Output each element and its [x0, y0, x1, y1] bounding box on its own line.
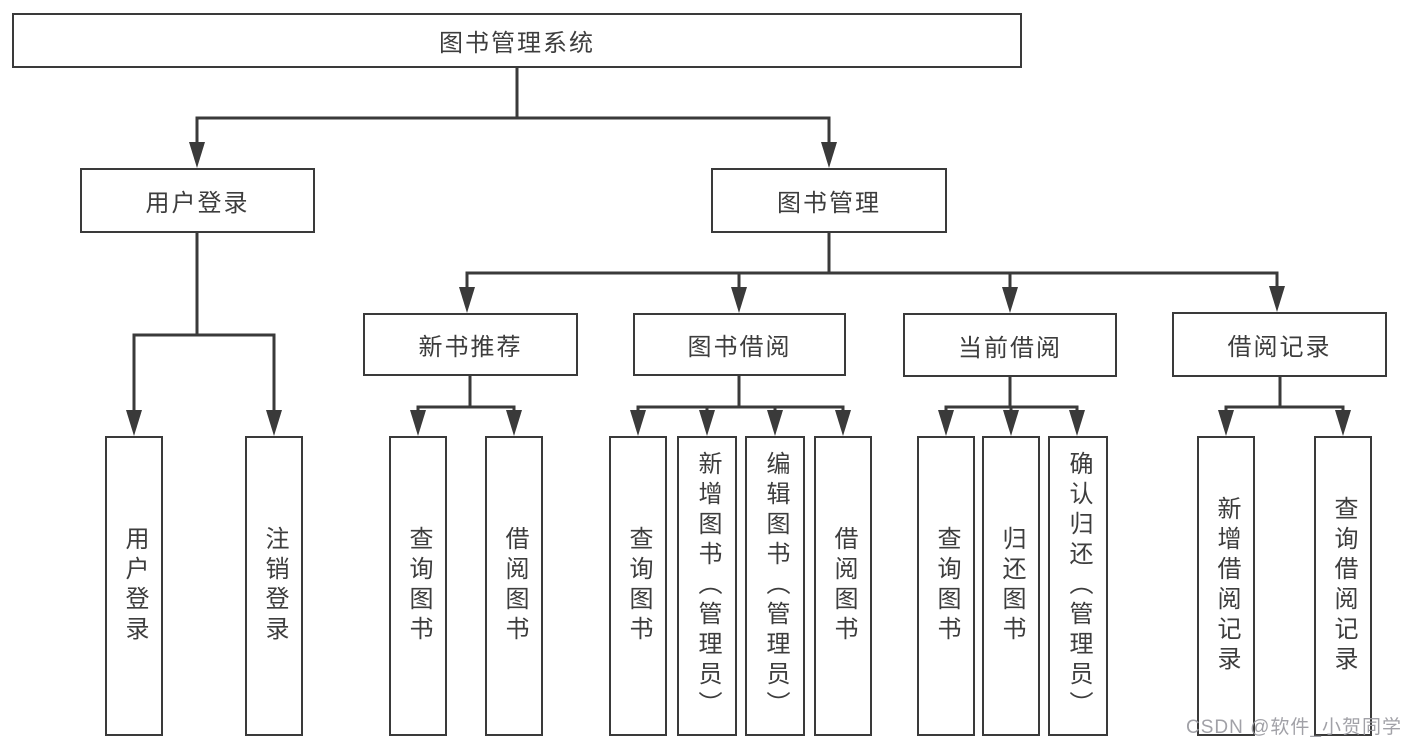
node-label-book-management: 图书管理	[777, 190, 881, 217]
node-borrow-books-1: 借阅图书	[485, 436, 543, 736]
node-label-user-login-leaf: 用户登录	[121, 526, 148, 646]
node-borrow-books-2: 借阅图书	[814, 436, 872, 736]
node-query-borrow-record: 查询借阅记录	[1314, 436, 1372, 736]
node-label-query-borrow-record: 查询借阅记录	[1330, 496, 1357, 676]
node-query-books-1: 查询图书	[389, 436, 447, 736]
node-label-book-borrowing: 图书借阅	[687, 334, 792, 361]
arrowhead-icon	[506, 410, 522, 436]
node-label-borrow-books-2: 借阅图书	[830, 526, 857, 646]
arrowhead-icon	[731, 287, 747, 313]
arrowhead-icon	[1003, 410, 1019, 436]
node-label-add-borrow-record: 新增借阅记录	[1213, 496, 1240, 676]
node-add-books-admin: 新增图书（管理员）	[677, 436, 737, 736]
node-label-borrowing-records: 借阅记录	[1227, 334, 1332, 361]
arrowhead-icon	[767, 410, 783, 436]
node-label-add-books-admin: 新增图书（管理员）	[694, 451, 721, 721]
node-confirm-return-admin: 确认归还（管理员）	[1048, 436, 1108, 736]
node-label-borrow-books-1: 借阅图书	[501, 526, 528, 646]
node-label-user-login: 用户登录	[145, 190, 250, 217]
node-user-login-leaf: 用户登录	[105, 436, 163, 736]
watermark: CSDN @软件_小贺同学	[1186, 717, 1402, 738]
node-label-confirm-return-admin: 确认归还（管理员）	[1065, 451, 1092, 721]
arrowhead-icon	[699, 410, 715, 436]
arrowhead-icon	[835, 410, 851, 436]
node-root: 图书管理系统	[12, 13, 1022, 68]
arrowhead-icon	[1218, 410, 1234, 436]
node-label-new-book-recommend: 新书推荐	[418, 334, 523, 361]
node-return-books: 归还图书	[982, 436, 1040, 736]
arrowhead-icon	[1335, 410, 1351, 436]
node-label-edit-books-admin: 编辑图书（管理员）	[762, 451, 789, 721]
node-label-query-books-2: 查询图书	[625, 526, 652, 646]
arrowhead-icon	[189, 142, 205, 168]
node-label-logout-leaf: 注销登录	[261, 526, 288, 646]
node-new-book-recommend: 新书推荐	[363, 313, 578, 376]
arrowhead-icon	[1002, 287, 1018, 313]
node-edit-books-admin: 编辑图书（管理员）	[745, 436, 805, 736]
arrowhead-icon	[630, 410, 646, 436]
node-label-return-books: 归还图书	[998, 526, 1025, 646]
node-book-management: 图书管理	[711, 168, 947, 233]
arrowhead-icon	[126, 410, 142, 436]
arrowhead-icon	[459, 287, 475, 313]
arrowhead-icon	[821, 142, 837, 168]
node-logout-leaf: 注销登录	[245, 436, 303, 736]
arrowhead-icon	[266, 410, 282, 436]
arrowhead-icon	[1069, 410, 1085, 436]
node-label-query-books-3: 查询图书	[933, 526, 960, 646]
arrowhead-icon	[938, 410, 954, 436]
arrowhead-icon	[410, 410, 426, 436]
node-query-books-3: 查询图书	[917, 436, 975, 736]
node-user-login: 用户登录	[80, 168, 315, 233]
node-book-borrowing: 图书借阅	[633, 313, 846, 376]
node-label-current-borrowing: 当前借阅	[958, 334, 1062, 362]
node-query-books-2: 查询图书	[609, 436, 667, 736]
arrowhead-icon	[1269, 286, 1285, 312]
node-add-borrow-record: 新增借阅记录	[1197, 436, 1255, 736]
node-borrowing-records: 借阅记录	[1172, 312, 1387, 377]
node-current-borrowing: 当前借阅	[903, 313, 1117, 377]
node-label-root: 图书管理系统	[439, 30, 595, 57]
node-label-query-books-1: 查询图书	[405, 526, 432, 646]
